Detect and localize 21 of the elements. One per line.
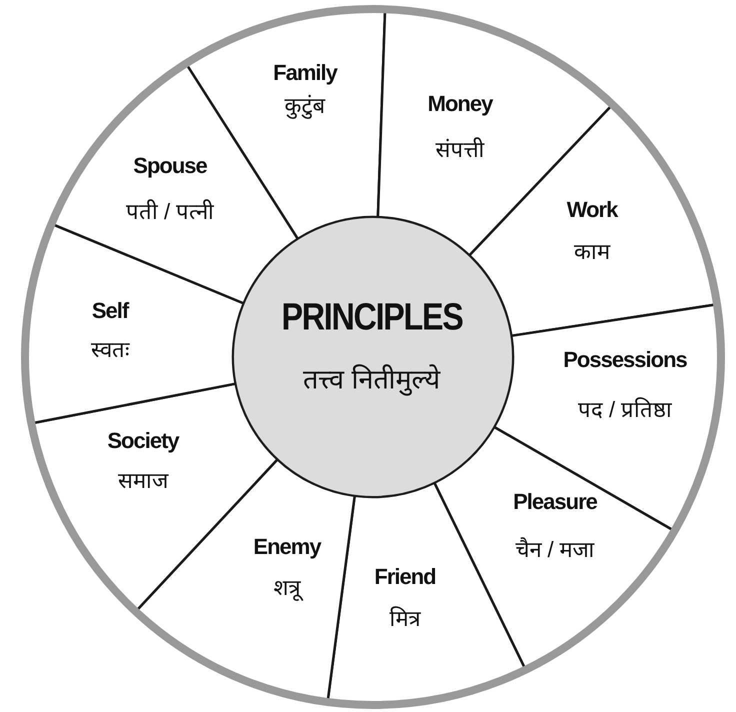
- segment-subtitle: काम: [574, 238, 610, 265]
- center-subtitle: तत्त्व नितीमुल्ये: [303, 363, 441, 396]
- segment-subtitle: चैन / मजा: [515, 536, 595, 563]
- segment-title: Self: [92, 298, 128, 324]
- segment-subtitle: पद / प्रतिष्ठा: [578, 396, 672, 423]
- segment-subtitle: स्वतः: [91, 336, 129, 363]
- segment-title: Pleasure: [513, 489, 597, 515]
- segment-title: Society: [107, 428, 179, 454]
- segment-title: Friend: [374, 564, 436, 590]
- segment-subtitle: कुटुंब: [284, 92, 326, 119]
- segment-subtitle: समाज: [118, 467, 168, 494]
- segment-title: Enemy: [253, 534, 321, 560]
- center-title: PRINCIPLES: [281, 296, 463, 340]
- segment-subtitle: मित्र: [390, 605, 420, 632]
- segment-title: Work: [566, 197, 618, 223]
- segment-title: Money: [428, 91, 492, 117]
- segment-title: Spouse: [133, 153, 207, 179]
- segment-subtitle: संपत्ती: [436, 136, 484, 163]
- segment-subtitle: पती / पत्नी: [126, 198, 214, 225]
- segment-title: Possessions: [563, 347, 687, 373]
- segment-title: Family: [273, 60, 337, 86]
